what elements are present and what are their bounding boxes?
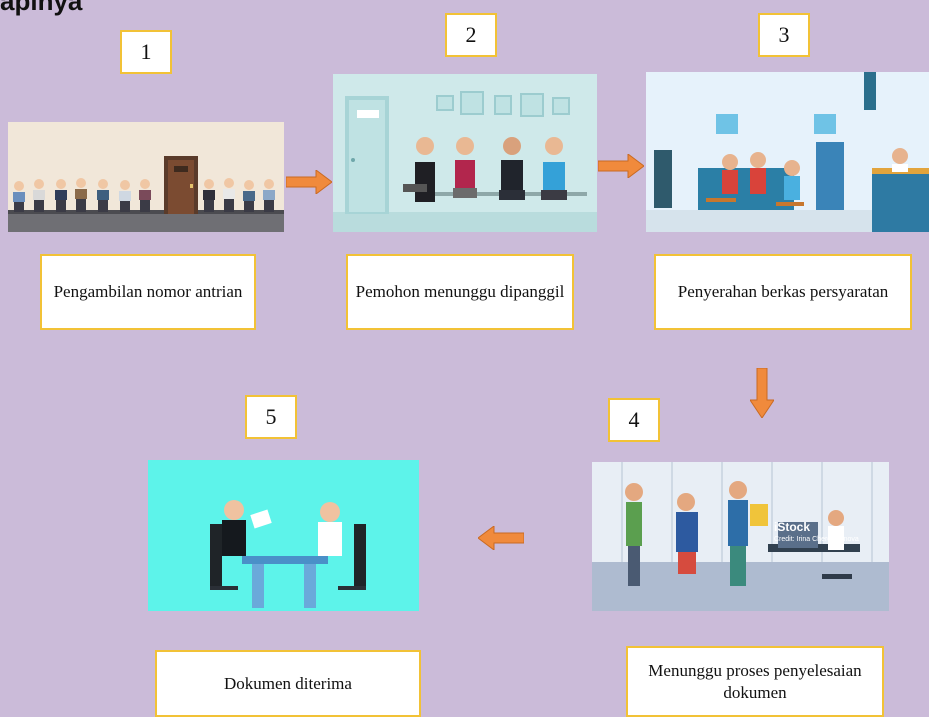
credit-label: Credit: Irina Cheremisinova <box>774 536 859 543</box>
step-2-caption: Pemohon menunggu dipanggil <box>346 254 574 330</box>
step-4-caption: Menunggu proses penyelesaian dokumen <box>626 646 884 717</box>
step-5-number: 5 <box>245 395 297 439</box>
step-4-number: 4 <box>608 398 660 442</box>
step-1-number: 1 <box>120 30 172 74</box>
step-1-caption: Pengambilan nomor antrian <box>40 254 256 330</box>
arrow-left-icon <box>478 526 524 550</box>
step-4-office-processing-illustration: iStock Credit: Irina Cheremisinova <box>592 462 889 611</box>
step-5-document-handover-illustration <box>148 460 419 611</box>
step-2-waiting-room-illustration <box>333 74 597 232</box>
step-2-number: 2 <box>445 13 497 57</box>
arrow-down-icon <box>750 368 774 418</box>
arrow-right-1-icon <box>286 170 332 194</box>
step-5-caption: Dokumen diterima <box>155 650 421 717</box>
arrow-right-2-icon <box>598 154 644 178</box>
step-3-number: 3 <box>758 13 810 57</box>
watermark-label: iStock <box>774 520 811 534</box>
step-1-queue-illustration <box>8 122 284 232</box>
step-3-service-counter-illustration <box>646 72 929 232</box>
step-3-caption: Penyerahan berkas persyaratan <box>654 254 912 330</box>
page-title-fragment: apinya <box>0 0 83 16</box>
